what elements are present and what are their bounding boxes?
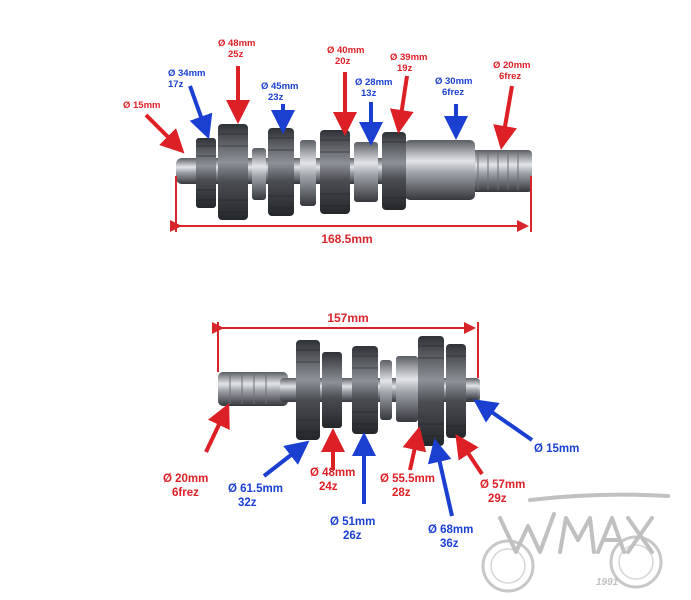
arrow-b6 xyxy=(427,438,454,517)
label-t1: Ø 15mm xyxy=(123,100,161,111)
arrow-b8 xyxy=(473,399,534,442)
arrow-b5 xyxy=(402,426,427,471)
top-length-dimension: 168.5mm xyxy=(170,176,532,246)
wmax-logo: 1991 xyxy=(481,492,670,593)
logo-year: 1991 xyxy=(596,577,619,588)
arrow-t2 xyxy=(188,85,213,140)
label-b8: Ø 15mm xyxy=(534,443,579,455)
arrow-b2 xyxy=(262,440,310,478)
top-length-label: 168.5mm xyxy=(321,232,372,246)
arrow-t9 xyxy=(493,85,517,150)
arrow-b7 xyxy=(455,434,484,476)
arrow-t1 xyxy=(144,113,185,154)
arrow-t7 xyxy=(389,75,414,134)
arrow-b1 xyxy=(204,403,230,453)
bottom-length-dimension: 157mm xyxy=(212,311,479,378)
bottom-length-label: 157mm xyxy=(327,311,368,325)
